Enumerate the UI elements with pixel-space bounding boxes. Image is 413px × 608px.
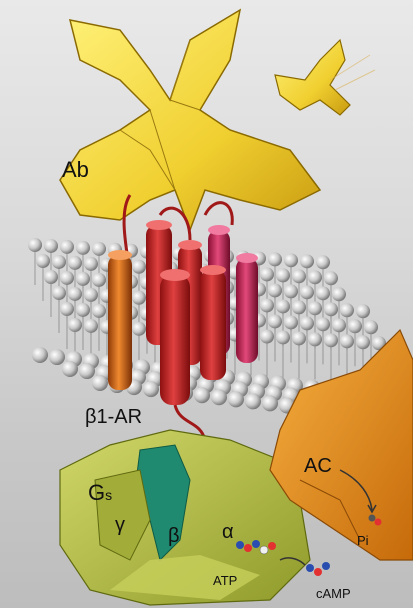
camp-molecule [306, 562, 330, 576]
label-adenylyl-cyclase: AC [304, 455, 332, 477]
lipid-head [76, 272, 90, 286]
lipid-head [284, 253, 298, 267]
lipid-head [292, 300, 306, 314]
g-protein [60, 430, 310, 605]
lipid-head [44, 239, 58, 253]
helix-5 [160, 275, 190, 405]
lipid-head [340, 334, 354, 348]
lipid-head [260, 298, 274, 312]
lipid-head [340, 303, 354, 317]
lipid-head [68, 256, 82, 270]
label-camp: cAMP [316, 586, 351, 601]
lipid-head [76, 303, 90, 317]
lipid-head [300, 285, 314, 299]
lipid-head [316, 286, 330, 300]
lipid-head [276, 299, 290, 313]
lipid-head [60, 271, 74, 285]
lipid-head [28, 238, 42, 252]
lipid-head [143, 381, 159, 397]
lipid-head [52, 255, 66, 269]
lipid-head [62, 361, 78, 377]
label-antibody: Ab [62, 157, 89, 182]
lipid-head [132, 322, 146, 336]
lipid-head [356, 335, 370, 349]
lipid-head [292, 269, 306, 283]
lipid-head [84, 319, 98, 333]
lipid-head [245, 393, 261, 409]
lipid-head [284, 284, 298, 298]
lipid-head [292, 331, 306, 345]
lipid-head [308, 332, 322, 346]
lipid-head [260, 330, 274, 344]
lipid-head [268, 252, 282, 266]
lipid-head [228, 391, 244, 407]
lipid-head [308, 270, 322, 284]
lipid-head [316, 255, 330, 269]
label-alpha: α [222, 521, 234, 543]
lipid-head [332, 318, 346, 332]
lipid-head [132, 260, 146, 274]
lipid-head [268, 283, 282, 297]
lipid-head [79, 363, 95, 379]
lipid-head [68, 318, 82, 332]
lipid-head [52, 286, 66, 300]
lipid-head [308, 301, 322, 315]
label-gamma: γ [115, 514, 125, 536]
lipid-head [76, 241, 90, 255]
lipid-head [276, 330, 290, 344]
lipid-head [84, 288, 98, 302]
lipid-head [68, 287, 82, 301]
lipid-head [300, 316, 314, 330]
lipid-head [316, 317, 330, 331]
helix-1 [108, 255, 132, 390]
label-receptor: β1-AR [85, 406, 142, 428]
lipid-head [84, 257, 98, 271]
lipid-head [300, 254, 314, 268]
lipid-head [44, 270, 58, 284]
lipid-head [60, 240, 74, 254]
lipid-head [284, 315, 298, 329]
label-pi: Pi [357, 533, 369, 548]
lipid-head [132, 291, 146, 305]
lipid-head [324, 302, 338, 316]
lipid-head [356, 304, 370, 318]
helix-7 [236, 258, 258, 363]
antibody-large [60, 10, 320, 230]
lipid-head [324, 333, 338, 347]
label-atp: ATP [213, 573, 237, 588]
label-beta: β [168, 525, 180, 547]
lipid-head [276, 268, 290, 282]
lipid-head [194, 387, 210, 403]
lipid-head [262, 395, 278, 411]
lipid-head [92, 375, 108, 391]
lipid-head [32, 347, 48, 363]
antibody-small [275, 40, 375, 115]
helix-6 [200, 270, 226, 380]
lipid-head [92, 304, 106, 318]
lipid-head [332, 287, 346, 301]
lipid-head [324, 271, 338, 285]
lipid-head [211, 389, 227, 405]
lipid-head [364, 320, 378, 334]
lipid-head [92, 242, 106, 256]
lipid-head [260, 267, 274, 281]
lipid-head [49, 349, 65, 365]
lipid-head [36, 254, 50, 268]
lipid-head [348, 319, 362, 333]
lipid-head [92, 273, 106, 287]
lipid-head [268, 314, 282, 328]
lipid-head [60, 302, 74, 316]
